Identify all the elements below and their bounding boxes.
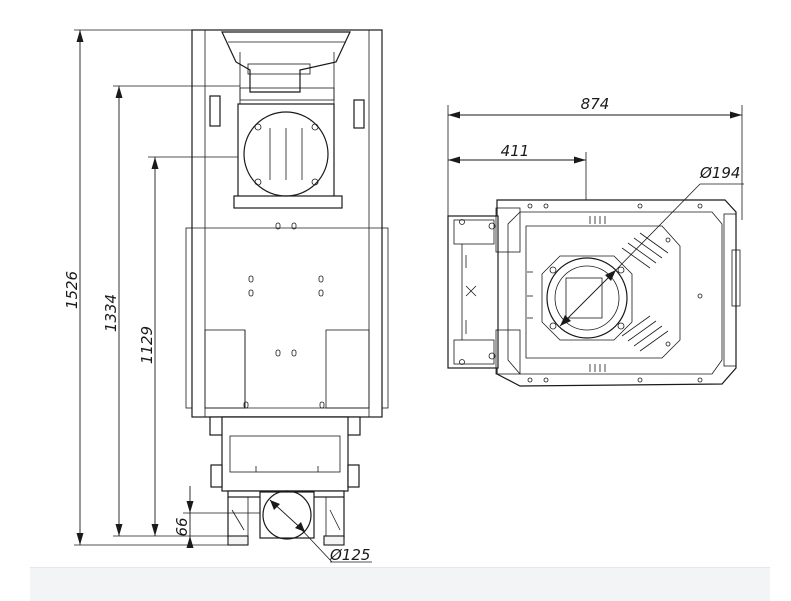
dim-label-874: 874 [581, 95, 610, 113]
bottom-bar [30, 567, 770, 601]
dim-label-diameter-194: Ø194 [699, 164, 740, 182]
dim-label-diameter-125: Ø125 [329, 546, 370, 564]
dimension-66: 66 [173, 486, 262, 548]
dim-label-411: 411 [501, 142, 530, 160]
dimension-1129: 1129 [138, 156, 265, 536]
front-view: 1526 1334 1129 66 [63, 29, 389, 564]
dim-label-1334: 1334 [102, 294, 120, 332]
dim-label-66: 66 [173, 517, 191, 536]
dim-label-1129: 1129 [138, 326, 156, 364]
top-view: 874 411 [447, 95, 744, 387]
dimension-1526: 1526 [63, 29, 228, 546]
dimension-874: 874 [447, 95, 743, 220]
dimension-1334: 1334 [102, 85, 240, 537]
dim-label-1526: 1526 [63, 271, 81, 309]
